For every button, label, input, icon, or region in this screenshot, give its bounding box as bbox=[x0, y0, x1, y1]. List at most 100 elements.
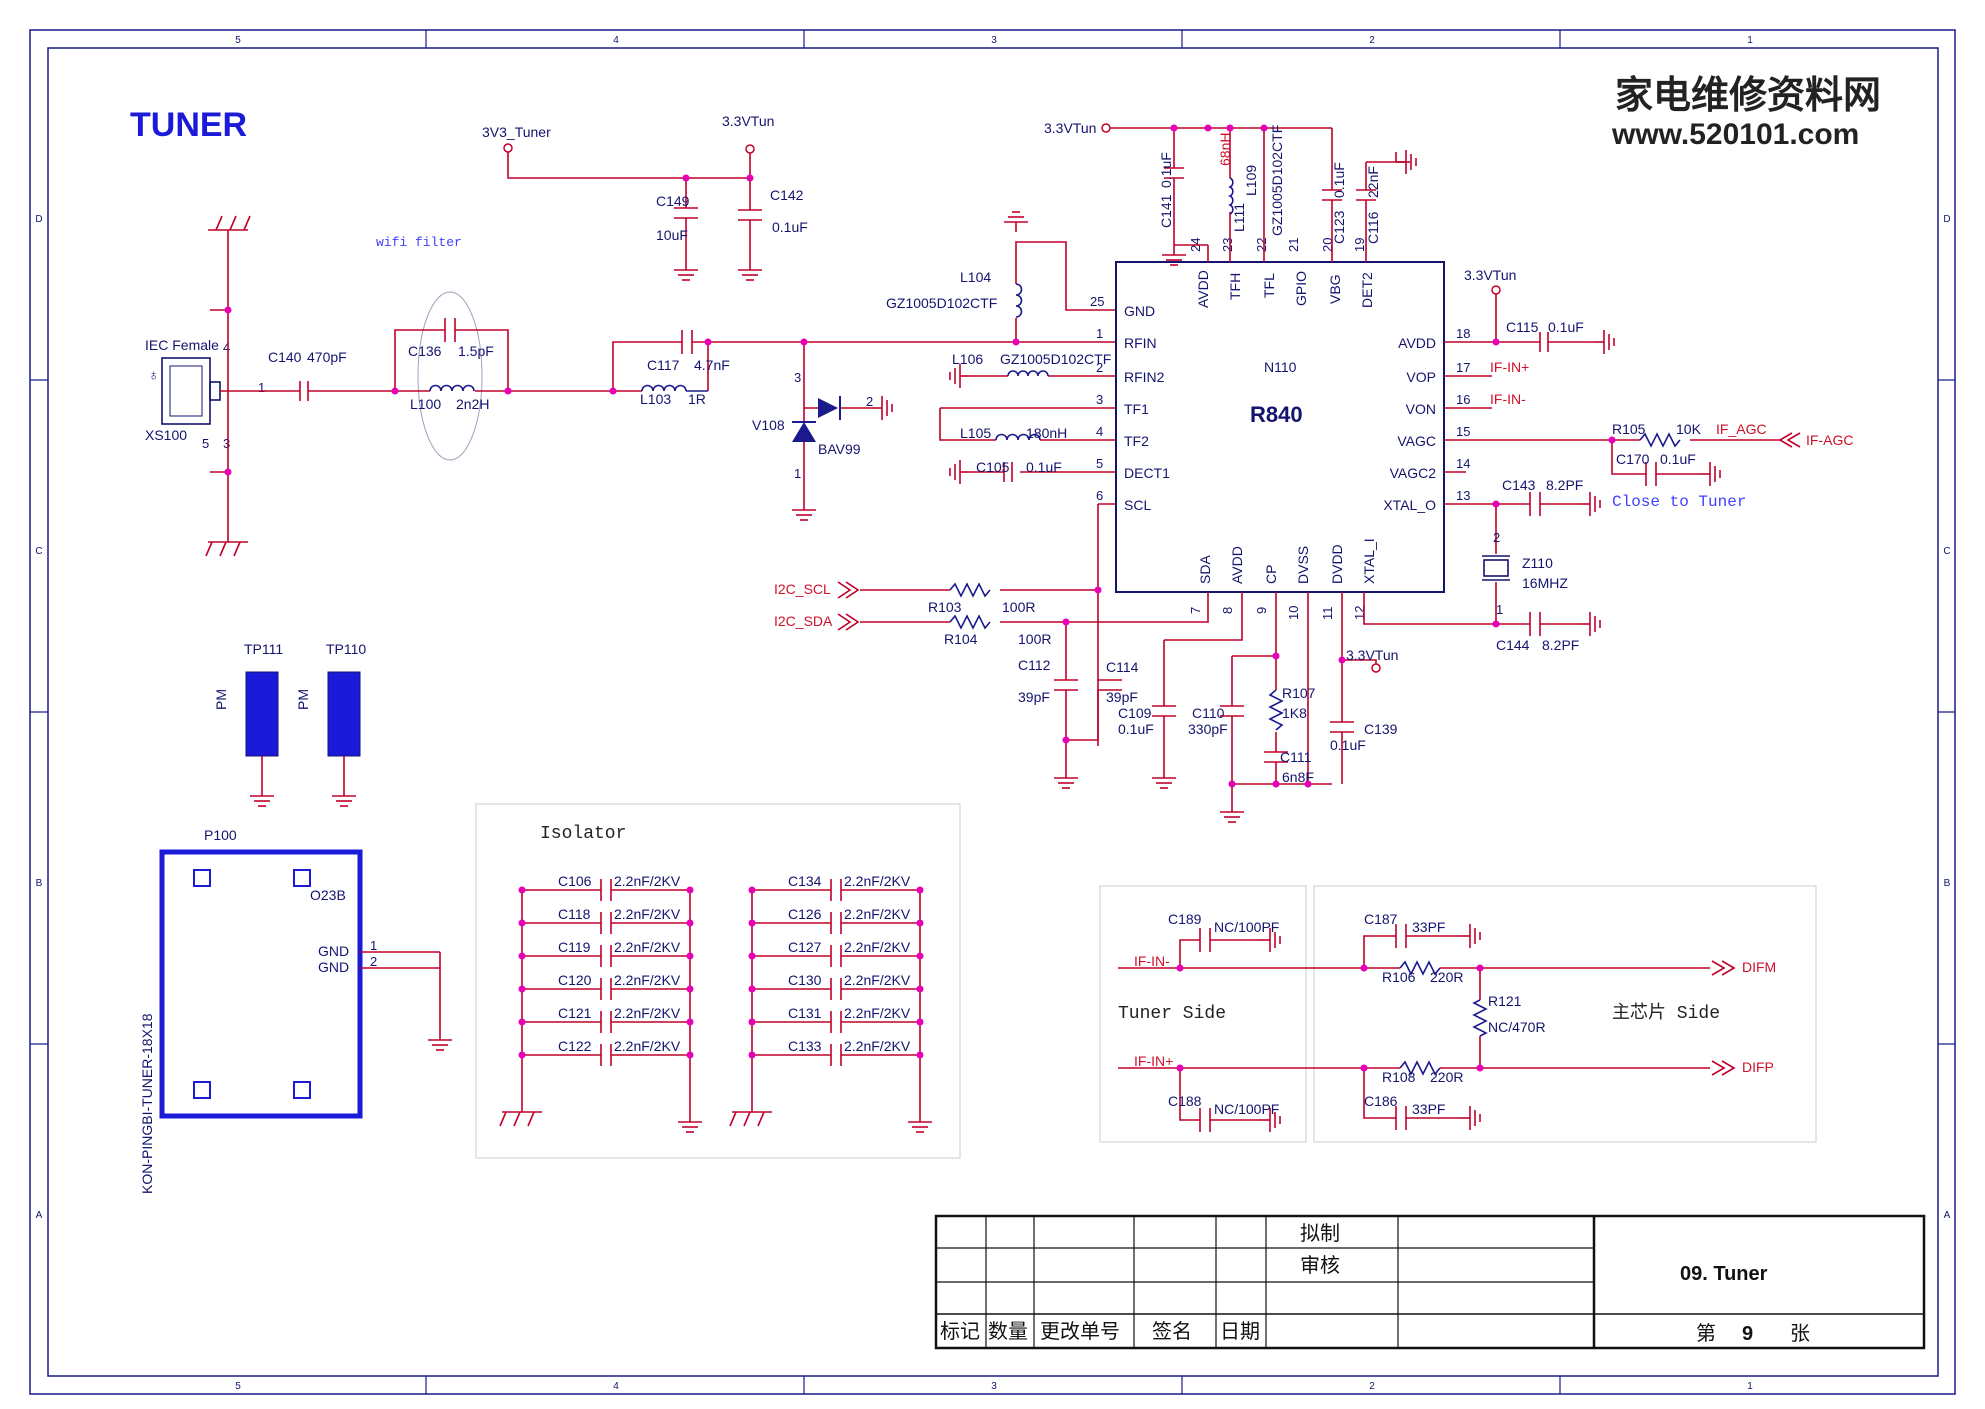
c144-value: 8.2PF bbox=[1542, 637, 1579, 653]
c114-value: 39pF bbox=[1106, 689, 1138, 705]
title-block-page-number: 9 bbox=[1742, 1323, 1753, 1345]
net-33vtun-label-d: 3.3VTun bbox=[1346, 647, 1398, 663]
c111-ref: C111 bbox=[1280, 749, 1312, 765]
c143-ref: C143 bbox=[1502, 477, 1536, 493]
ic-pin-num-7: 7 bbox=[1188, 607, 1203, 614]
tp111-label: PM bbox=[213, 689, 229, 710]
l106-ground-icon bbox=[949, 363, 971, 389]
r106-ref: R106 bbox=[1382, 969, 1416, 985]
isolator-cap-ref: C126 bbox=[788, 906, 822, 922]
ic-top-pin-name-22: TFL bbox=[1261, 273, 1277, 298]
ic-right-pin-name-14: VAGC2 bbox=[1390, 465, 1437, 481]
shield-pin-name-1: GND bbox=[318, 943, 349, 959]
isolator-cap-value: 2.2nF/2KV bbox=[844, 939, 911, 955]
ic-left-pin-wires bbox=[939, 341, 1116, 505]
c139-ref: C139 bbox=[1364, 721, 1398, 737]
junction-dot bbox=[686, 886, 694, 894]
c112-value: 39pF bbox=[1018, 689, 1050, 705]
c149-ref: C149 bbox=[656, 193, 690, 209]
title-block-reviewed: 审核 bbox=[1300, 1254, 1340, 1277]
junction-dot bbox=[686, 1018, 694, 1026]
c111-value: 6n8F bbox=[1282, 769, 1314, 785]
zone-col-4-top: 4 bbox=[613, 35, 619, 46]
connector-pin-1: 1 bbox=[258, 380, 265, 395]
v108-pin-3: 3 bbox=[794, 370, 801, 385]
isolator-cap-ref: C120 bbox=[558, 972, 592, 988]
ic-left-pin-numbers: 25 1 2 3 4 5 6 bbox=[1090, 294, 1104, 503]
zone-col-3-top: 3 bbox=[991, 35, 997, 46]
ic-bottom-pin-name-8: AVDD bbox=[1229, 546, 1245, 584]
junction-dot bbox=[748, 1051, 756, 1059]
isolator-cap-symbol bbox=[522, 1011, 690, 1033]
zone-col-2-top: 2 bbox=[1369, 35, 1375, 46]
ic-body bbox=[1115, 261, 1445, 593]
l111-ref: L111 bbox=[1231, 203, 1247, 232]
c141-value: 0.1uF bbox=[1158, 152, 1174, 188]
c115-ref: C115 bbox=[1506, 319, 1539, 335]
zone-row-d-left: D bbox=[35, 214, 42, 225]
isolator-cap-ref: C118 bbox=[558, 906, 591, 922]
tuner-side-note: Tuner Side bbox=[1118, 1004, 1226, 1024]
ic-left-pin-name-25: GND bbox=[1124, 303, 1155, 319]
c149-value: 10uF bbox=[656, 227, 688, 243]
ic-bottom-pin-numbers: 7 8 9 10 11 12 bbox=[1188, 606, 1367, 620]
c117-l103-wires bbox=[612, 330, 1106, 392]
isolator-cap-value: 2.2nF/2KV bbox=[614, 1038, 681, 1054]
connector-pin-5: 5 bbox=[202, 436, 209, 451]
chassis-ground-bottom bbox=[205, 541, 249, 557]
c170-value: 0.1uF bbox=[1660, 451, 1696, 467]
c140-value: 470pF bbox=[307, 349, 347, 365]
junction-dot bbox=[518, 886, 526, 894]
r106-value: 220R bbox=[1430, 969, 1463, 985]
shield-pad-tr bbox=[293, 869, 311, 887]
c112-c114-ground-icon bbox=[1053, 767, 1079, 789]
ic-pin-num-2: 2 bbox=[1096, 360, 1103, 375]
zone-col-5-top: 5 bbox=[235, 35, 241, 46]
shield-pin-name-2: GND bbox=[318, 959, 349, 975]
isolator-cap-value: 2.2nF/2KV bbox=[844, 873, 911, 889]
l111-coil bbox=[1228, 177, 1234, 215]
zone-row-c-right: C bbox=[1943, 546, 1950, 557]
junction-dot bbox=[518, 1018, 526, 1026]
c187-value: 33PF bbox=[1412, 919, 1445, 935]
c143-value: 8.2PF bbox=[1546, 477, 1583, 493]
l106-ref: L106 bbox=[952, 351, 983, 367]
isolator-cap-symbol bbox=[752, 1044, 920, 1066]
c170-ground-icon bbox=[1699, 461, 1721, 487]
isolator-cap-ref: C133 bbox=[788, 1038, 822, 1054]
junction-dot bbox=[916, 886, 924, 894]
c136-value: 1.5pF bbox=[458, 343, 494, 359]
junction-dot bbox=[916, 985, 924, 993]
chip-side-note: 主芯片 Side bbox=[1612, 1002, 1720, 1024]
r104-value: 100R bbox=[1018, 631, 1051, 647]
r121-ref: R121 bbox=[1488, 993, 1522, 1009]
junction-dot bbox=[518, 952, 526, 960]
c117-value: 4.7nF bbox=[694, 357, 730, 373]
net-33vtun-label-b: 3.3VTun bbox=[1044, 120, 1096, 136]
shield-box bbox=[159, 849, 363, 1119]
c123-value: 0.1uF bbox=[1331, 162, 1347, 198]
c105-ref: C105 bbox=[976, 459, 1010, 475]
isolator-cap-ref: C131 bbox=[788, 1005, 822, 1021]
tp111-ref: TP111 bbox=[244, 641, 283, 657]
v108-bottom-ground-icon bbox=[791, 499, 817, 521]
c170-ref: C170 bbox=[1616, 451, 1650, 467]
ic-left-pin-name-5: DECT1 bbox=[1124, 465, 1170, 481]
c115-ground-icon bbox=[1593, 329, 1615, 355]
r103-r104-zigzag bbox=[949, 582, 991, 630]
l104-ground-icon bbox=[1003, 211, 1029, 233]
l105-value: 180nH bbox=[1026, 425, 1067, 441]
c142-value: 0.1uF bbox=[772, 219, 808, 235]
zone-labels: 5 4 3 2 1 5 4 3 2 1 D C B A D C B A bbox=[35, 35, 1950, 1392]
net-difm: DIFM bbox=[1742, 959, 1776, 975]
zone-row-c-left: C bbox=[35, 546, 42, 557]
zone-row-b-left: B bbox=[36, 878, 43, 889]
c110-ref: C110 bbox=[1192, 705, 1225, 721]
ic-pin-num-22: 22 bbox=[1254, 238, 1269, 252]
shield-code: O23B bbox=[310, 887, 346, 903]
iec-connector: IEC Female XS100 ♁ 1 4 5 3 bbox=[145, 337, 265, 451]
l109-ref: L109 bbox=[1243, 165, 1259, 196]
isolator-cap-ref: C121 bbox=[558, 1005, 592, 1021]
title-block-col-change: 更改单号 bbox=[1040, 1320, 1120, 1343]
